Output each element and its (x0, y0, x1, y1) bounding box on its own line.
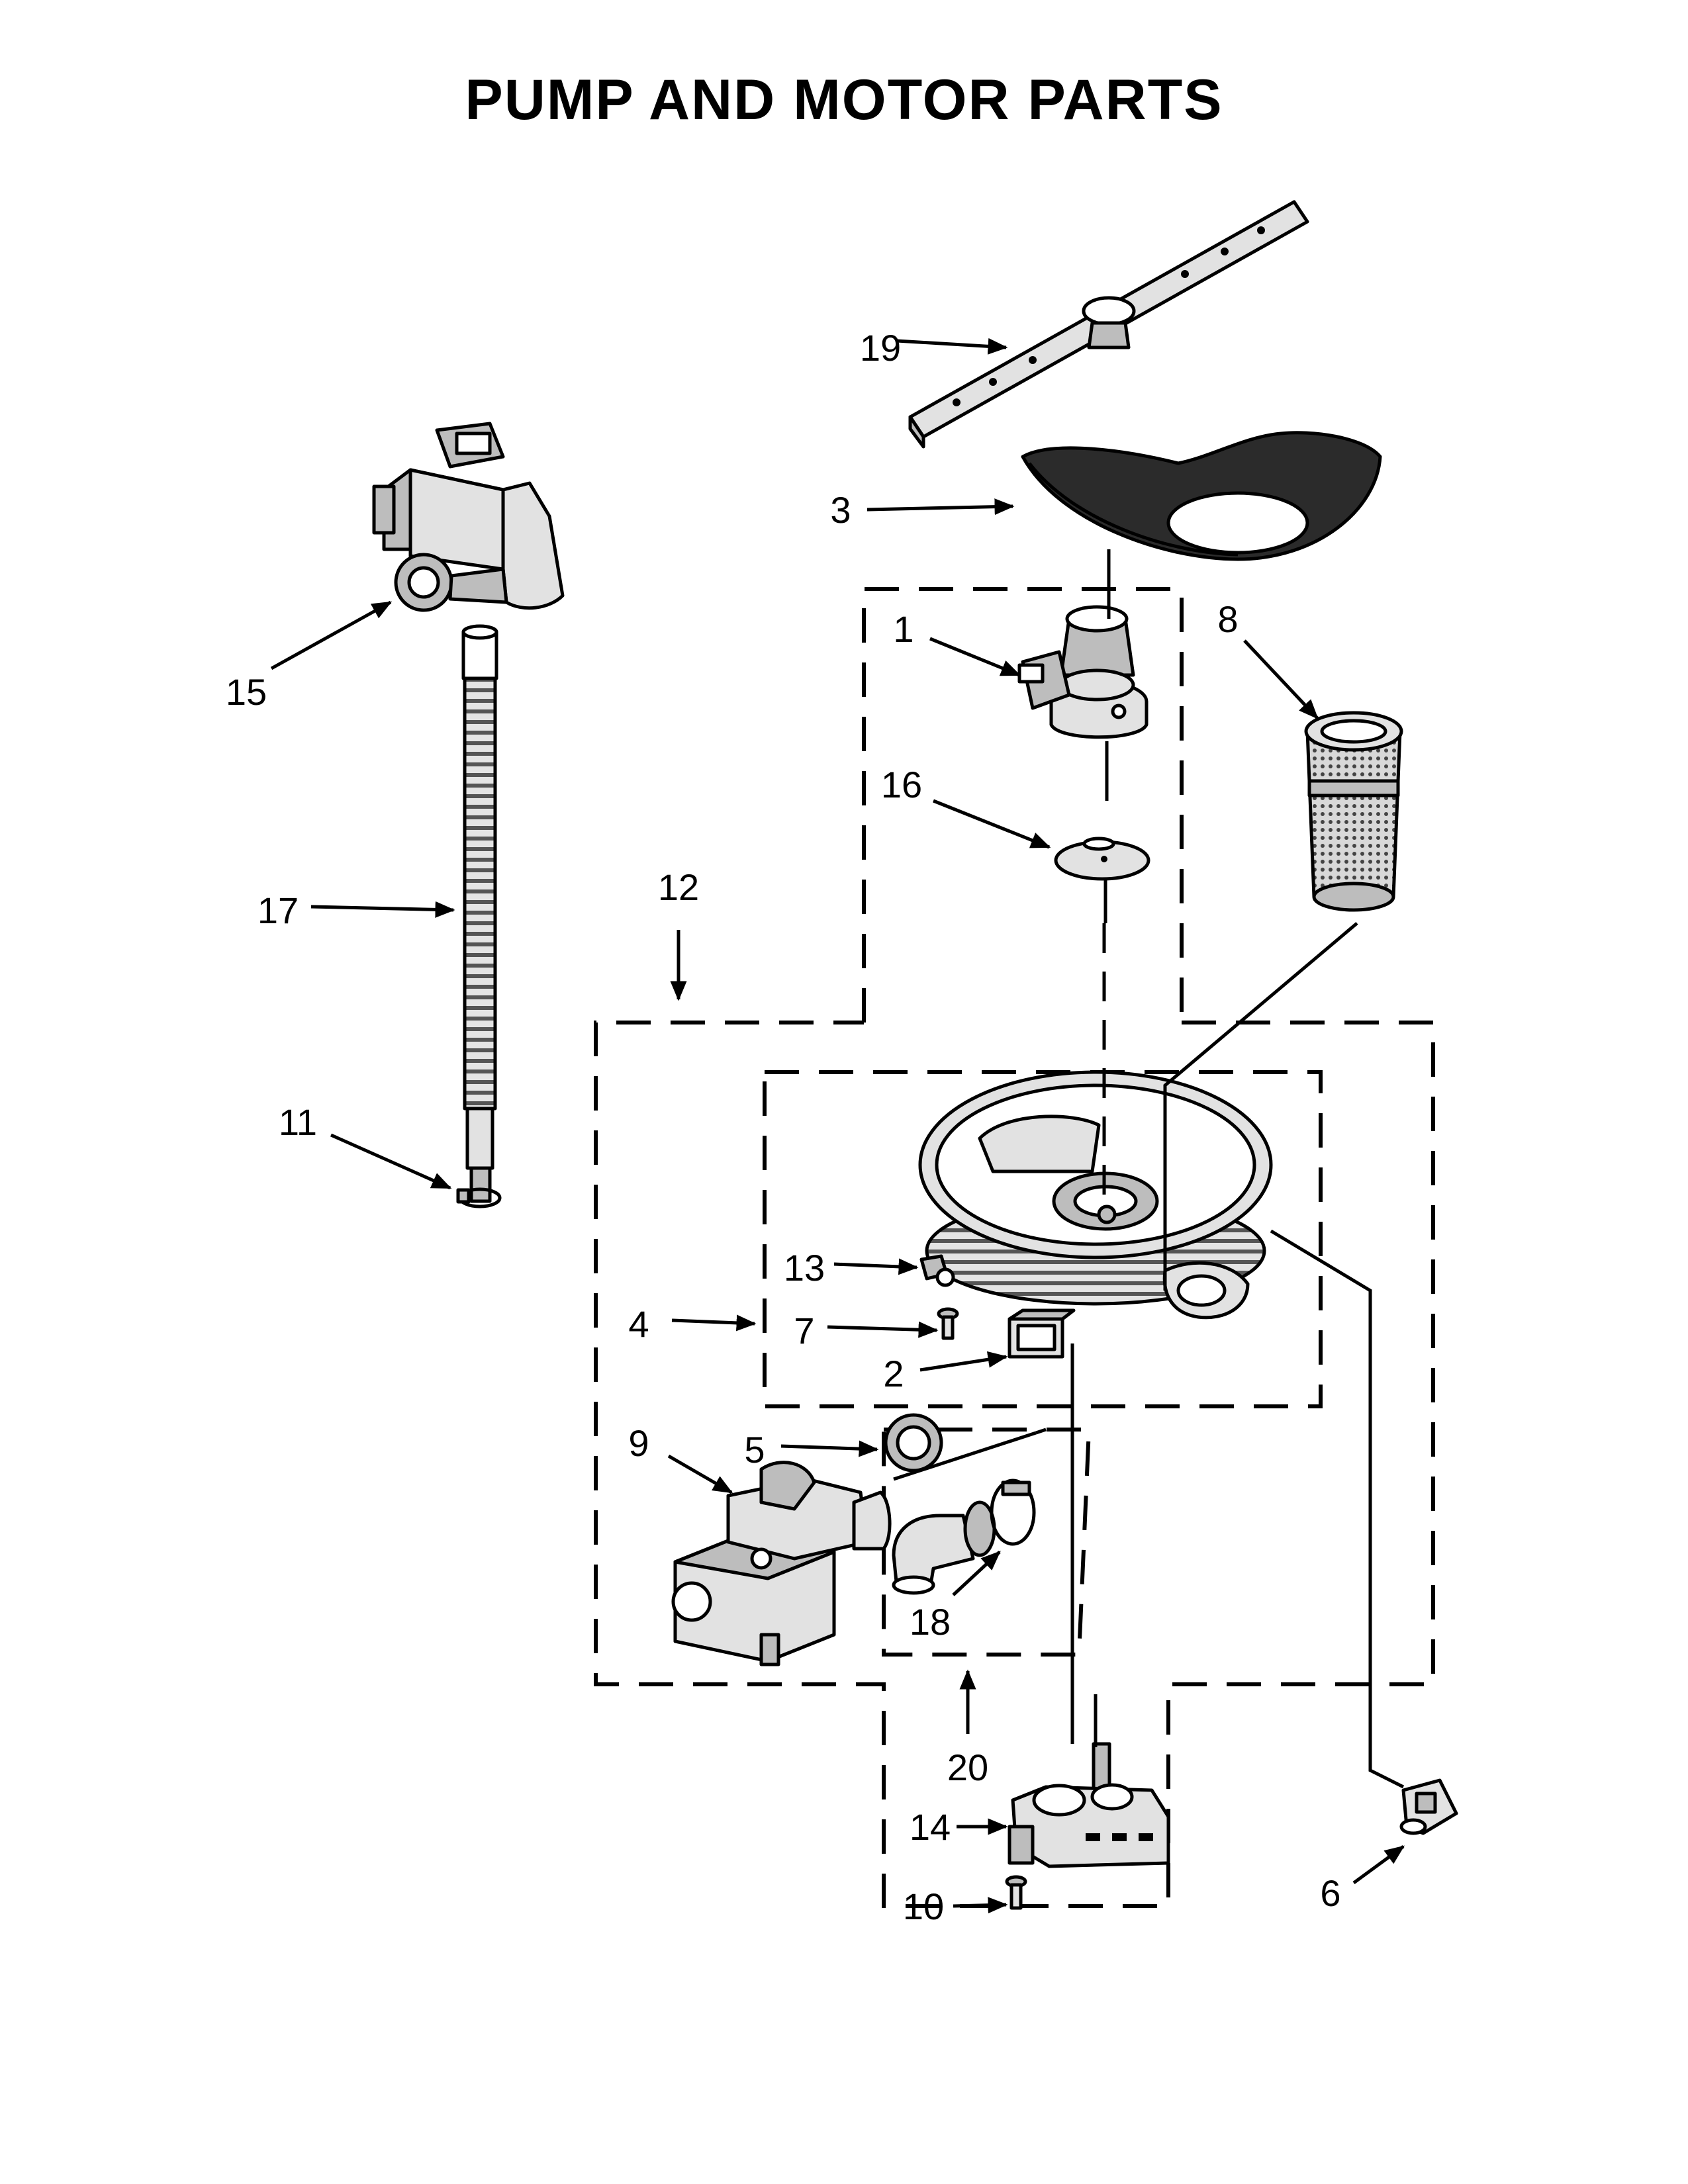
filter-basket-part (1304, 711, 1403, 912)
sensor-part (1399, 1778, 1458, 1835)
callout-3: 3 (830, 489, 851, 531)
callout-8: 8 (1217, 598, 1238, 640)
diverter-screw-part (1005, 1875, 1027, 1910)
diaphragm-part (1054, 837, 1150, 881)
assembly-box-1-16 (862, 587, 1184, 1023)
elbow-hose-part (892, 1479, 1036, 1595)
assembly-box-20-hose (882, 1428, 1092, 1657)
callout-1: 1 (893, 608, 914, 650)
page-title: PUMP AND MOTOR PARTS (465, 68, 1223, 132)
callout-20: 20 (947, 1747, 988, 1788)
assembly-box-4-sump (763, 1070, 1323, 1408)
callout-12: 12 (658, 866, 699, 908)
sump-assembly-part (918, 1070, 1273, 1320)
filter-plate-part (1021, 431, 1382, 561)
callout-13: 13 (784, 1247, 825, 1289)
seal-ring-part (884, 1413, 943, 1473)
callout-18: 18 (910, 1601, 951, 1643)
assembly-boundaries (594, 587, 1435, 1908)
screw-part (937, 1307, 959, 1340)
callout-5: 5 (744, 1429, 765, 1471)
leader-arrows (270, 338, 1405, 1914)
diverter-motor-part (1008, 1742, 1170, 1868)
callout-7: 7 (794, 1310, 814, 1351)
spray-arm-part (908, 200, 1309, 449)
manifold-assembly-part (1017, 605, 1149, 739)
callout-9: 9 (628, 1422, 649, 1464)
callout-2: 2 (883, 1353, 904, 1394)
drain-hose-part (461, 624, 498, 1203)
callout-numbers: 19 3 1 8 16 12 15 17 11 13 4 7 2 9 5 18 … (226, 327, 1341, 1927)
grommet-part (1008, 1308, 1076, 1359)
callout-14: 14 (910, 1806, 951, 1848)
callout-16: 16 (881, 764, 922, 805)
circulation-pump-part (671, 1461, 892, 1666)
callout-15: 15 (226, 671, 267, 713)
bracket-part (919, 1254, 955, 1287)
parts (372, 200, 1458, 1910)
hose-clamp-part (456, 1187, 502, 1208)
callout-4: 4 (628, 1303, 649, 1345)
callout-19: 19 (860, 327, 901, 369)
assembly-connector-lines (893, 549, 1405, 1789)
callout-17: 17 (258, 889, 299, 931)
callout-10: 10 (903, 1886, 944, 1927)
callout-6: 6 (1320, 1872, 1340, 1914)
drain-pump-part (372, 422, 565, 612)
assembly-box-12-outer (594, 1021, 1435, 1908)
callout-11: 11 (279, 1101, 317, 1143)
